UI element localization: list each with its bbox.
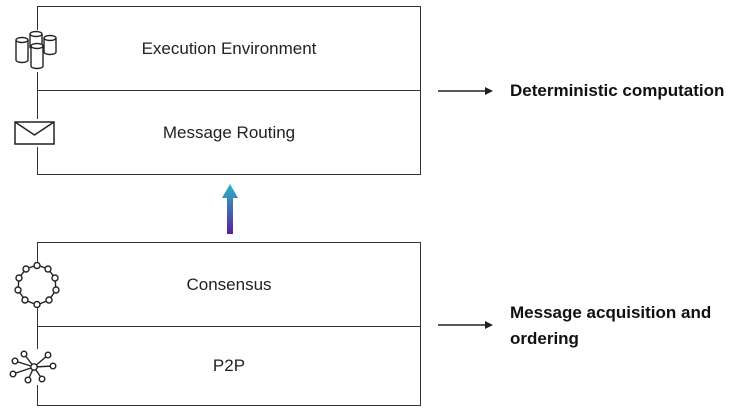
peer-network-icon bbox=[8, 349, 58, 385]
execution-environment-label: Execution Environment bbox=[141, 39, 317, 58]
ring-network-icon bbox=[14, 262, 60, 308]
arrow-to-deterministic bbox=[438, 87, 493, 95]
upper-layer-stack: Execution Environment Message Routing bbox=[37, 6, 421, 175]
message-acquisition-line2: ordering bbox=[510, 329, 579, 348]
consensus-label: Consensus bbox=[186, 275, 272, 294]
layer-divider bbox=[38, 90, 420, 91]
arrow-to-message-acquisition bbox=[438, 321, 493, 329]
layer-divider bbox=[38, 326, 420, 327]
consensus-layer: Consensus bbox=[38, 243, 420, 327]
database-icon bbox=[13, 30, 65, 72]
p2p-layer: P2P bbox=[38, 327, 420, 405]
execution-environment-layer: Execution Environment bbox=[38, 7, 420, 91]
message-acquisition-line1: Message acquisition and bbox=[510, 303, 712, 322]
p2p-label: P2P bbox=[212, 356, 246, 375]
lower-layer-stack: Consensus P2P bbox=[37, 242, 421, 406]
message-acquisition-label: Message acquisition and ordering bbox=[510, 300, 711, 352]
deterministic-computation-label: Deterministic computation bbox=[510, 81, 725, 100]
message-routing-label: Message Routing bbox=[162, 122, 296, 142]
upward-flow-arrow bbox=[222, 184, 238, 234]
message-routing-layer: Message Routing bbox=[38, 91, 420, 174]
envelope-icon bbox=[13, 119, 57, 147]
